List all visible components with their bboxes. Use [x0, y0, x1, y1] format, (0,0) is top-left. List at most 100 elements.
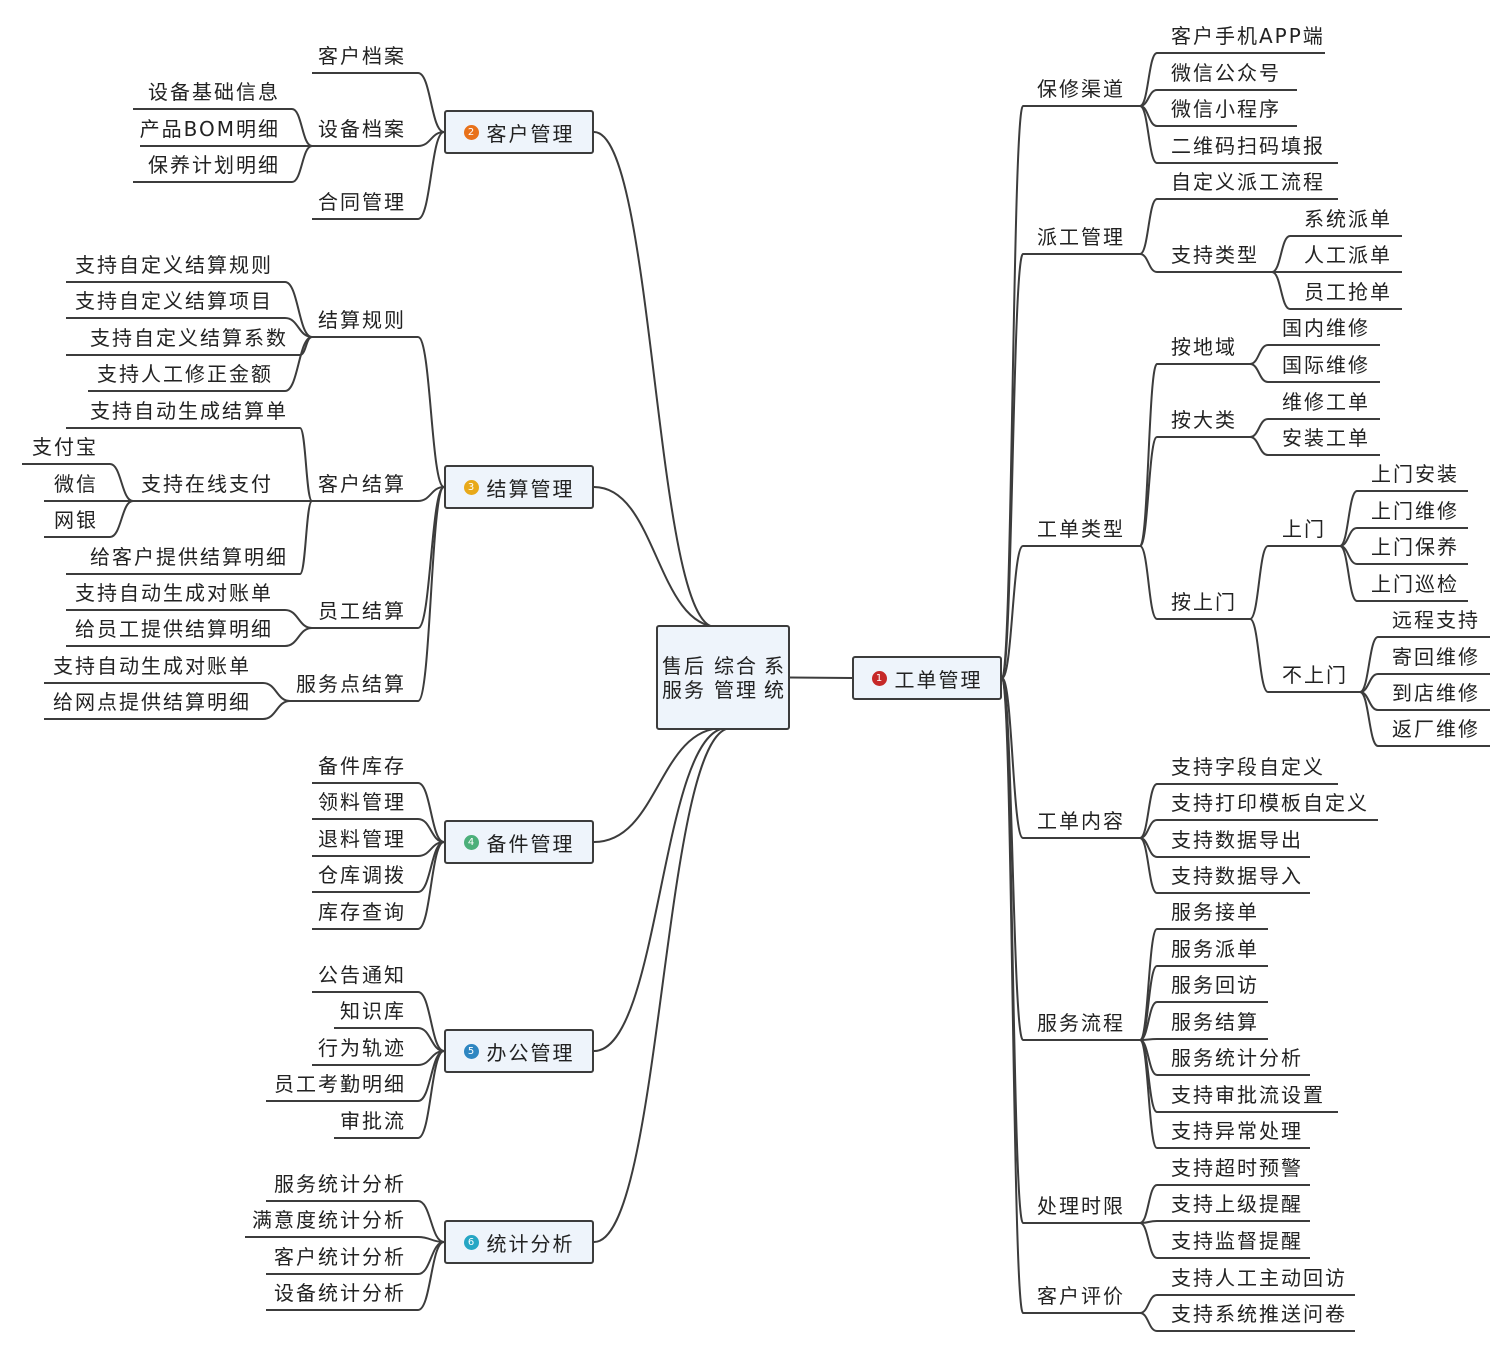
topic-b2-1-0[interactable]: 支持自动生成结算单 — [90, 399, 288, 423]
topic-b4-4[interactable]: 审批流 — [340, 1109, 406, 1133]
topic-b0-2-0-0[interactable]: 国内维修 — [1282, 316, 1370, 340]
topic-b5-3[interactable]: 设备统计分析 — [274, 1281, 406, 1305]
topic-b2-1-2[interactable]: 给客户提供结算明细 — [90, 545, 288, 569]
topic-b2-1-1-1[interactable]: 微信 — [54, 472, 98, 496]
topic-b0-2-2-1[interactable]: 不上门 — [1282, 663, 1348, 687]
topic-b2-2-0[interactable]: 支持自动生成对账单 — [75, 581, 273, 605]
topic-b0-2-0[interactable]: 按地域 — [1171, 335, 1237, 359]
topic-b0-5[interactable]: 处理时限 — [1037, 1194, 1125, 1218]
connector-curve — [1001, 253, 1024, 679]
topic-b1-1-2[interactable]: 保养计划明细 — [148, 153, 280, 177]
topic-b2-1-1[interactable]: 支持在线支付 — [141, 472, 273, 496]
topic-b2-0-0[interactable]: 支持自定义结算规则 — [75, 253, 273, 277]
topic-b0-2-1[interactable]: 按大类 — [1171, 408, 1237, 432]
topic-b2-2-1[interactable]: 给员工提供结算明细 — [75, 617, 273, 641]
topic-b0-2[interactable]: 工单类型 — [1037, 517, 1125, 541]
topic-b0-2-2-1-1[interactable]: 寄回维修 — [1392, 645, 1480, 669]
topic-b0-4-3[interactable]: 服务结算 — [1171, 1010, 1259, 1034]
topic-b0-3[interactable]: 工单内容 — [1037, 809, 1125, 833]
topic-b0-2-1-0[interactable]: 维修工单 — [1282, 390, 1370, 414]
topic-b0-2-1-1[interactable]: 安装工单 — [1282, 426, 1370, 450]
topic-b0-3-1[interactable]: 支持打印模板自定义 — [1171, 791, 1369, 815]
topic-b0-4[interactable]: 服务流程 — [1037, 1011, 1125, 1035]
topic-b5-0[interactable]: 服务统计分析 — [274, 1172, 406, 1196]
topic-b4-1[interactable]: 知识库 — [340, 999, 406, 1023]
topic-b0-1[interactable]: 派工管理 — [1037, 225, 1125, 249]
topic-b2-1[interactable]: 客户结算 — [318, 472, 406, 496]
topic-b0-1-1-1[interactable]: 人工派单 — [1304, 243, 1392, 267]
topic-b2-3[interactable]: 服务点结算 — [296, 672, 406, 696]
topic-b0-5-1[interactable]: 支持上级提醒 — [1171, 1192, 1303, 1216]
connector-curve — [109, 463, 134, 502]
topic-b0-0-3[interactable]: 二维码扫码填报 — [1171, 134, 1325, 158]
topic-b0-1-1-2[interactable]: 员工抢单 — [1304, 280, 1392, 304]
topic-b1-1-0[interactable]: 设备基础信息 — [148, 80, 280, 104]
connector-curve — [1249, 618, 1269, 693]
topic-b0-2-2-0-2[interactable]: 上门保养 — [1371, 535, 1459, 559]
connector-curve — [1139, 253, 1158, 273]
topic-b0-0-2[interactable]: 微信小程序 — [1171, 97, 1281, 121]
topic-b0-4-5[interactable]: 支持审批流设置 — [1171, 1083, 1325, 1107]
topic-b0-1-0[interactable]: 自定义派工流程 — [1171, 170, 1325, 194]
topic-b0-0-0[interactable]: 客户手机APP端 — [1171, 24, 1325, 48]
topic-b4-2[interactable]: 行为轨迹 — [318, 1036, 406, 1060]
topic-b1-0[interactable]: 客户档案 — [318, 44, 406, 68]
topic-b2-0-2[interactable]: 支持自定义结算系数 — [90, 326, 288, 350]
topic-b0-2-2[interactable]: 按上门 — [1171, 590, 1237, 614]
topic-b2-3-1[interactable]: 给网点提供结算明细 — [53, 690, 251, 714]
topic-b2-0[interactable]: 结算规则 — [318, 308, 406, 332]
connector-curve — [1139, 1039, 1158, 1149]
topic-b0-0-1[interactable]: 微信公众号 — [1171, 61, 1281, 85]
topic-b1-1[interactable]: 设备档案 — [318, 117, 406, 141]
topic-b5-1[interactable]: 满意度统计分析 — [252, 1208, 406, 1232]
root-topic[interactable]: 售后服务综合管理系统 — [656, 625, 790, 730]
topic-b0-6-1[interactable]: 支持系统推送问卷 — [1171, 1302, 1347, 1326]
topic-b0-2-0-1[interactable]: 国际维修 — [1282, 353, 1370, 377]
topic-b0-1-1[interactable]: 支持类型 — [1171, 243, 1259, 267]
topic-b0-3-3[interactable]: 支持数据导入 — [1171, 864, 1303, 888]
topic-b3-1[interactable]: 领料管理 — [318, 790, 406, 814]
topic-b5-2[interactable]: 客户统计分析 — [274, 1245, 406, 1269]
topic-b2-2[interactable]: 员工结算 — [318, 599, 406, 623]
topic-b0-3-2[interactable]: 支持数据导出 — [1171, 828, 1303, 852]
topic-b0-3-0[interactable]: 支持字段自定义 — [1171, 755, 1325, 779]
topic-b0-2-2-0-0[interactable]: 上门安装 — [1371, 462, 1459, 486]
topic-b0-4-1[interactable]: 服务派单 — [1171, 937, 1259, 961]
topic-b0-5-0[interactable]: 支持超时预警 — [1171, 1156, 1303, 1180]
topic-b3-0[interactable]: 备件库存 — [318, 754, 406, 778]
topic-b2-3-0[interactable]: 支持自动生成对账单 — [53, 654, 251, 678]
connector-curve — [109, 500, 134, 538]
topic-b1-2[interactable]: 合同管理 — [318, 190, 406, 214]
topic-b0-2-2-0-1[interactable]: 上门维修 — [1371, 499, 1459, 523]
topic-b3-3[interactable]: 仓库调拨 — [318, 863, 406, 887]
topic-b1-1-1[interactable]: 产品BOM明细 — [139, 117, 280, 141]
topic-b0-4-0[interactable]: 服务接单 — [1171, 900, 1259, 924]
topic-b0-2-2-1-2[interactable]: 到店维修 — [1392, 681, 1480, 705]
topic-b0-6-0[interactable]: 支持人工主动回访 — [1171, 1266, 1347, 1290]
topic-b0-4-4[interactable]: 服务统计分析 — [1171, 1046, 1303, 1070]
topic-b4-3[interactable]: 员工考勤明细 — [274, 1072, 406, 1096]
topic-b0-1-1-0[interactable]: 系统派单 — [1304, 207, 1392, 231]
topic-b0-4-2[interactable]: 服务回访 — [1171, 973, 1259, 997]
topic-b0-2-2-1-0[interactable]: 远程支持 — [1392, 608, 1480, 632]
topic-b3-2[interactable]: 退料管理 — [318, 827, 406, 851]
topic-b0-4-6[interactable]: 支持异常处理 — [1171, 1119, 1303, 1143]
topic-b0-6[interactable]: 客户评价 — [1037, 1284, 1125, 1308]
topic-b0-0[interactable]: 保修渠道 — [1037, 77, 1125, 101]
topic-b2-1-1-2[interactable]: 网银 — [54, 508, 98, 532]
topic-b0-5-2[interactable]: 支持监督提醒 — [1171, 1229, 1303, 1253]
topic-b2-0-3[interactable]: 支持人工修正金额 — [97, 362, 273, 386]
topic-b0-2-2-1-3[interactable]: 返厂维修 — [1392, 717, 1480, 741]
topic-b2-1-1-0[interactable]: 支付宝 — [32, 435, 98, 459]
topic-b2-0-1[interactable]: 支持自定义结算项目 — [75, 289, 273, 313]
topic-b0-2-2-0[interactable]: 上门 — [1282, 517, 1326, 541]
topic-b0-2-2-0-3[interactable]: 上门巡检 — [1371, 572, 1459, 596]
topic-b4-0[interactable]: 公告通知 — [318, 963, 406, 987]
topic-b3-4[interactable]: 库存查询 — [318, 900, 406, 924]
